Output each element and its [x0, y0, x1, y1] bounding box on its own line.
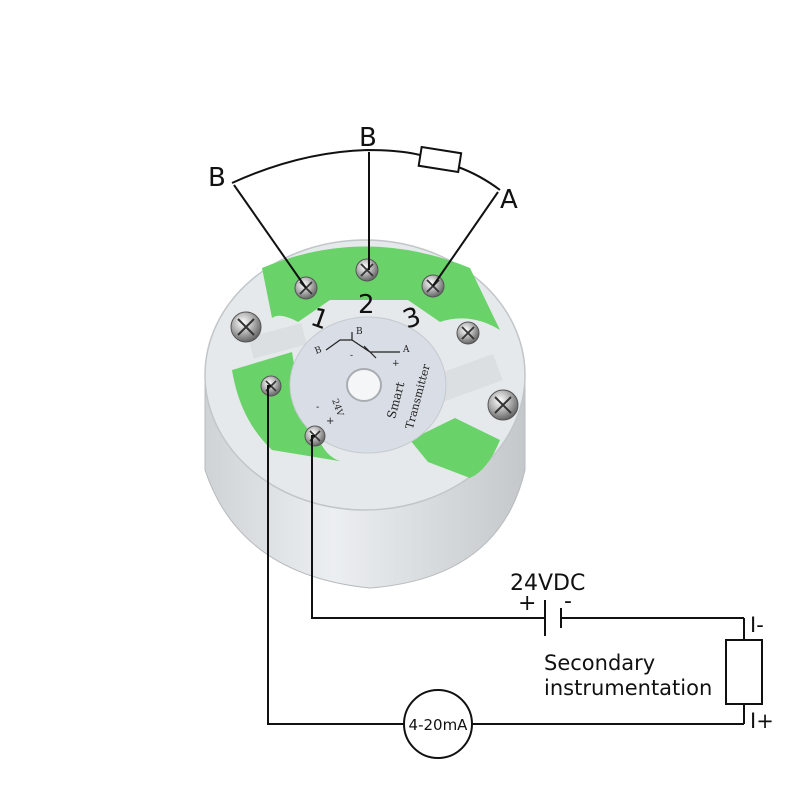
- terminal-number-2: 2: [358, 290, 375, 320]
- face-rtd-b-left: B: [314, 345, 324, 357]
- supply-plus: +: [518, 591, 536, 616]
- loop-wiring: [267, 385, 745, 725]
- center-hole: [346, 368, 382, 402]
- wire-minus-to-meter: [267, 385, 404, 725]
- screws: [230, 258, 519, 447]
- screw-mount-left: [230, 311, 262, 343]
- i-minus-label: I-: [750, 613, 764, 637]
- ammeter-label: 4-20mA: [409, 716, 469, 734]
- sensor-wiring: [231, 145, 501, 289]
- secondary-label-line1: Secondary: [544, 651, 655, 675]
- wire-plus-to-supply: [311, 435, 545, 619]
- face-rtd-symbol: [325, 332, 400, 359]
- green-pad-top: [262, 246, 500, 330]
- face-rtd-a: A: [402, 345, 410, 355]
- sensor-arc-right: [457, 166, 501, 191]
- screw-mount-right: [487, 389, 519, 421]
- face-rtd-b-top: B: [356, 327, 363, 337]
- i-plus-label: I+: [750, 709, 774, 733]
- rib-right: [427, 353, 503, 405]
- green-pad-right: [410, 418, 500, 478]
- supply-minus: -: [564, 589, 572, 614]
- sensor-label-b-top: B: [359, 123, 377, 153]
- rib-left: [248, 323, 307, 359]
- ammeter-icon: [403, 689, 473, 759]
- screw-terminal-4: [456, 321, 480, 345]
- wire-a-to-3: [432, 191, 499, 287]
- face-rtd-plus: +: [392, 359, 400, 369]
- sensor-label-a: A: [500, 185, 518, 215]
- face-rtd-minus: -: [350, 351, 353, 361]
- secondary-instrument-icon: [725, 639, 763, 705]
- wire-b-left-to-1: [233, 184, 307, 289]
- green-pad-left: [232, 352, 345, 462]
- face-power-plus: +: [326, 416, 334, 427]
- transmitter-housing: [204, 239, 526, 589]
- face-power-minus: -: [316, 402, 319, 413]
- sensor-label-b-left: B: [208, 163, 226, 193]
- battery-icon: [544, 600, 562, 636]
- screw-terminal-2: [355, 258, 379, 282]
- secondary-label-line2: instrumentation: [544, 676, 712, 700]
- supply-label: 24VDC: [510, 571, 585, 596]
- rtd-resistor-icon: [417, 145, 463, 174]
- sensor-arc: [231, 148, 421, 184]
